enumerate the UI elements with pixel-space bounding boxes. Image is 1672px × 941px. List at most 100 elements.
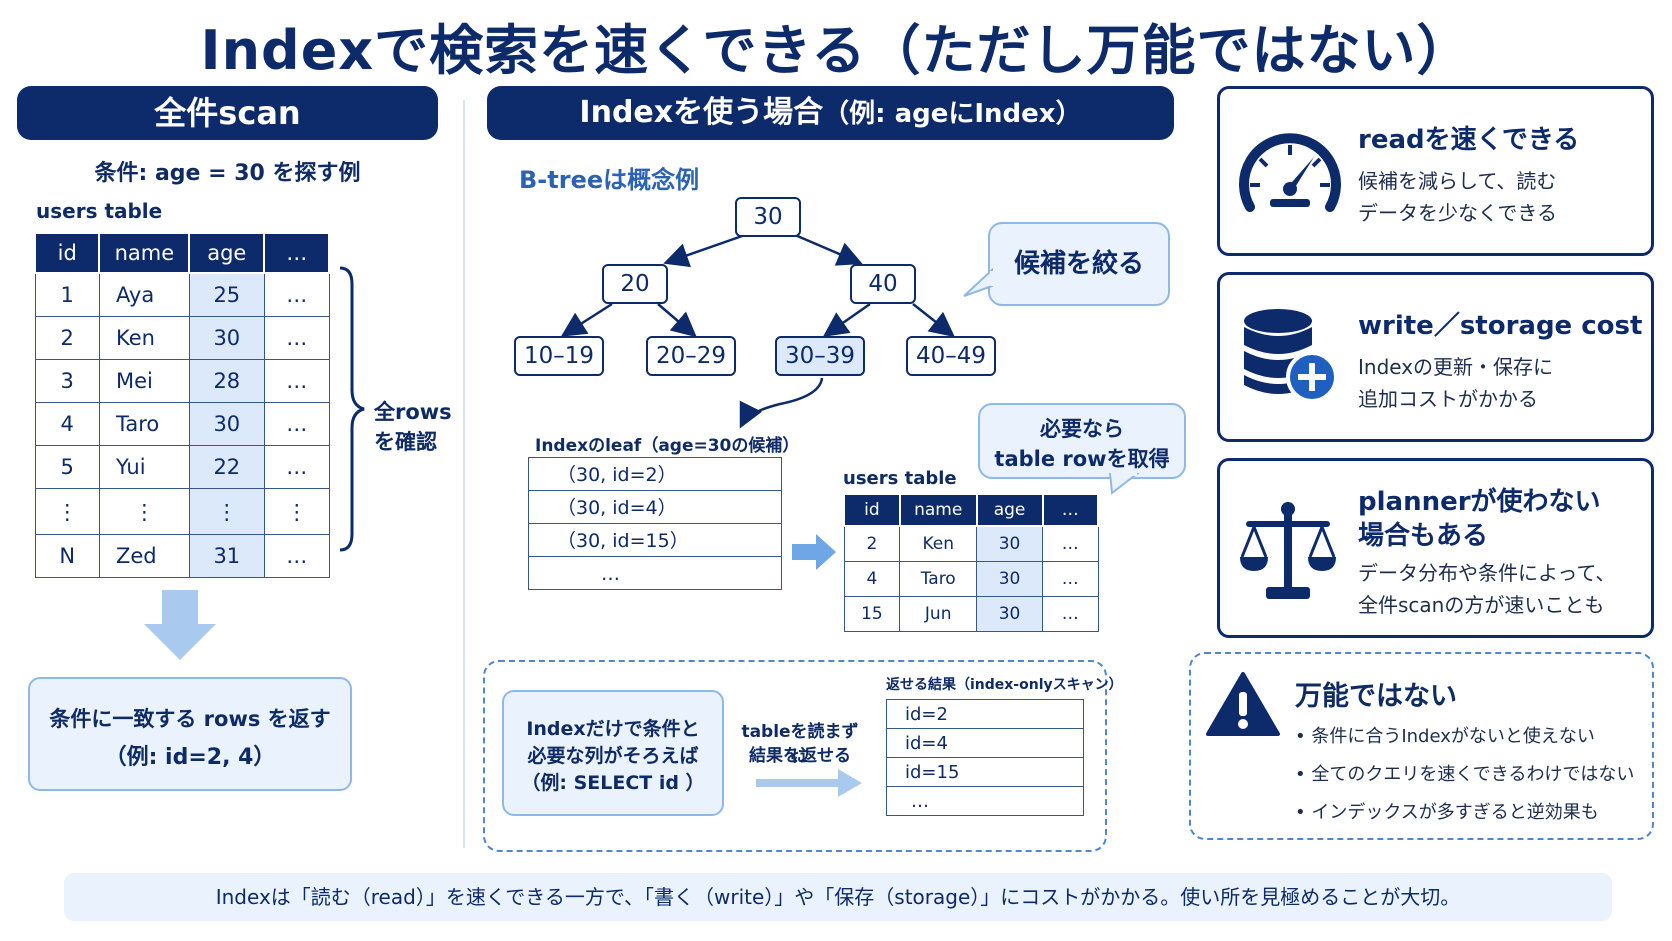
index-leaf-list: （30, id=2） （30, id=4） （30, id=15） … xyxy=(528,457,782,590)
cell: 5 xyxy=(34,445,100,489)
cell: … xyxy=(263,272,330,317)
full-scan-result-box: 条件に一致する rows を返す （例: id=2, 4） xyxy=(28,677,352,791)
col-name: name xyxy=(98,232,191,274)
cell: ⋮ xyxy=(98,488,190,535)
list-item: （30, id=2） xyxy=(528,457,782,491)
cell: Yui xyxy=(98,445,190,489)
card-read-line1: 候補を減らして、読む xyxy=(1358,169,1557,193)
btree-leaf-30-39: 30–39 xyxy=(775,336,865,376)
cell: … xyxy=(1042,596,1099,632)
callout-fetch-line1: 必要なら xyxy=(1040,417,1124,441)
cell: 30 xyxy=(976,596,1044,632)
list-item: id=2 xyxy=(886,699,1084,729)
warning-item-3: • インデックスが多すぎると逆効果も xyxy=(1295,802,1599,823)
cell: Zed xyxy=(98,534,190,578)
card-planner-line2: 全件scanの方が速いことも xyxy=(1358,593,1605,617)
callout-fetch-row: 必要なら table rowを取得 xyxy=(978,403,1186,479)
card-read-line2: データを少なくできる xyxy=(1358,201,1557,225)
card-planner-title: plannerが使わない xyxy=(1358,487,1601,517)
cell: Ken xyxy=(98,316,190,360)
card-read-fast: readを速くできる 候補を減らして、読む データを少なくできる xyxy=(1217,86,1654,256)
card-planner-title2: 場合もある xyxy=(1358,521,1489,551)
cell: … xyxy=(263,402,330,446)
page-title: Indexで検索を速くできる（ただし万能ではない） xyxy=(200,19,1472,82)
btree-node-40: 40 xyxy=(850,264,916,304)
index-case-header: Indexを使う場合（例: ageにIndex） xyxy=(487,86,1174,140)
cell: … xyxy=(263,316,330,360)
card-write-line2: 追加コストがかかる xyxy=(1358,387,1538,411)
list-item: （30, id=4） xyxy=(528,490,782,524)
covering-line3: （例: SELECT id ） xyxy=(521,772,705,794)
cell: 2 xyxy=(843,525,901,562)
btree-leaf-40-49: 40–49 xyxy=(906,336,996,376)
callout-narrow-text: 候補を絞る xyxy=(1013,249,1144,279)
col-age: age xyxy=(188,232,266,274)
cell: 4 xyxy=(843,561,901,597)
callout-fetch-line2: table rowを取得 xyxy=(994,447,1170,471)
col-id: id xyxy=(843,493,901,527)
cell: … xyxy=(263,534,330,578)
cell: 28 xyxy=(188,359,265,403)
cell: 30 xyxy=(188,316,265,360)
right-arrow-light-icon xyxy=(756,769,862,797)
cell: Taro xyxy=(98,402,190,446)
cell: 31 xyxy=(188,534,265,578)
btree-root-node: 30 xyxy=(735,197,801,237)
col-more: … xyxy=(1041,493,1100,527)
covering-line1: Indexだけで条件と xyxy=(526,718,700,740)
cell: N xyxy=(34,534,100,578)
cell: … xyxy=(1042,525,1099,562)
list-item: （30, id=15） xyxy=(528,523,782,557)
warning-title: 万能ではない xyxy=(1295,681,1457,712)
btree-label: B-treeは概念例 xyxy=(519,166,700,194)
warning-icon xyxy=(1206,672,1280,736)
col-more: … xyxy=(263,232,330,274)
cell: 3 xyxy=(34,359,100,403)
brace-label-2: を確認 xyxy=(374,430,437,454)
column-divider xyxy=(463,100,465,848)
full-scan-result-line1: 条件に一致する rows を返す xyxy=(49,707,331,731)
covering-line2: 必要な列がそろえば xyxy=(527,745,699,767)
down-arrow-icon xyxy=(144,590,216,660)
index-leaf-label: Indexのleaf（age=30の候補） xyxy=(535,436,800,456)
cell: … xyxy=(263,359,330,403)
covering-index-box: Indexだけで条件と 必要な列がそろえば （例: SELECT id ） xyxy=(502,690,724,816)
full-scan-condition: 条件: age = 30 を探す例 xyxy=(94,161,361,186)
index-only-label: 返せる結果（index-onlyスキャン） xyxy=(886,677,1123,693)
cell: ⋮ xyxy=(34,488,100,535)
index-case-subtitle: （例: ageにIndex） xyxy=(823,99,1082,129)
cell: 22 xyxy=(188,445,265,489)
cell: 30 xyxy=(188,402,265,446)
cell: 25 xyxy=(188,272,265,317)
col-id: id xyxy=(33,232,101,274)
cell: Jun xyxy=(899,596,978,632)
no-table-line2: 結果を返せる xyxy=(749,746,851,766)
list-item: … xyxy=(886,786,1084,816)
result-table-label: users table xyxy=(843,468,957,489)
card-planner: plannerが使わない 場合もある データ分布や条件によって、 全件scanの… xyxy=(1217,458,1654,638)
index-only-panel xyxy=(483,660,1107,852)
speedometer-icon xyxy=(1239,133,1341,212)
full-scan-result-line2: （例: id=2, 4） xyxy=(104,745,276,770)
cell: 15 xyxy=(843,596,901,632)
no-table-line1: tableを読まずに xyxy=(741,722,859,767)
full-scan-table-label: users table xyxy=(36,199,163,223)
callout-tail xyxy=(963,268,994,297)
list-item: id=15 xyxy=(886,757,1084,787)
cell: Ken xyxy=(899,525,978,562)
table-row: ⋮⋮⋮⋮ xyxy=(34,488,330,535)
callout-fetch-tail xyxy=(1108,473,1140,495)
cell: 30 xyxy=(976,561,1044,597)
cell: 30 xyxy=(976,525,1044,562)
btree-node-20: 20 xyxy=(602,264,668,304)
col-age: age xyxy=(975,493,1044,527)
cell: ⋮ xyxy=(263,488,330,535)
